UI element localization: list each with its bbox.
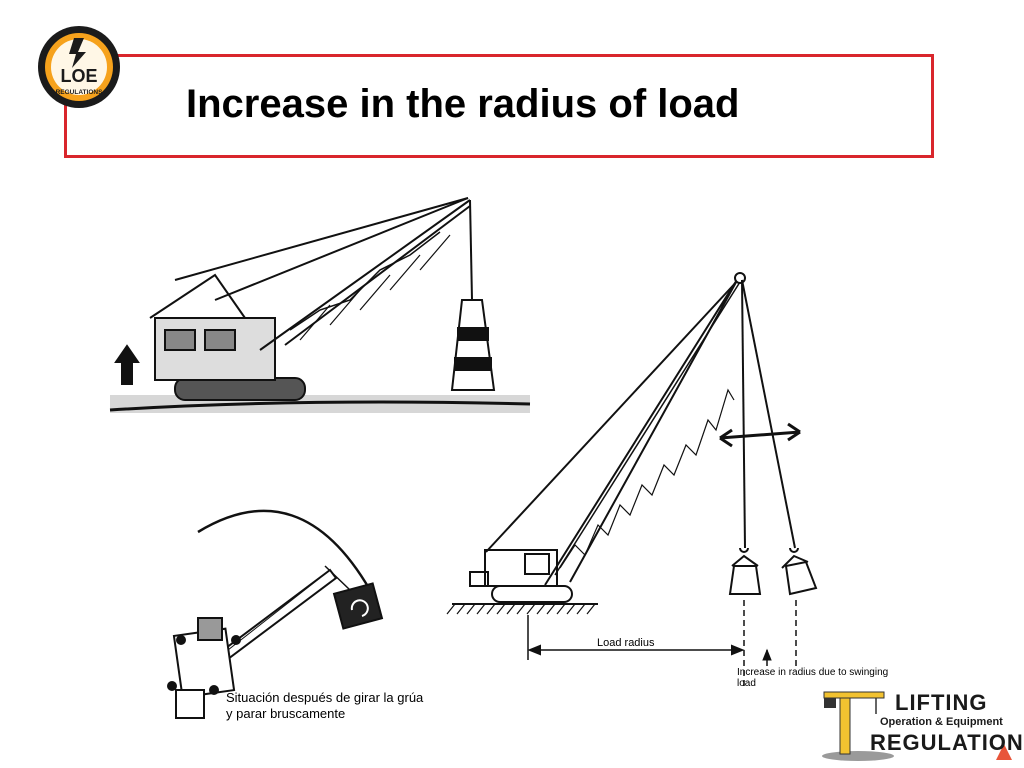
top-view-crane-drawing: [167, 509, 384, 719]
increase-radius-label: Increase in radius due to swinging load: [737, 667, 889, 689]
loe-logo: LOE REGULATIONS: [38, 26, 120, 108]
logo-text: LOE: [60, 66, 97, 86]
slide-title: Increase in the radius of load: [186, 82, 740, 126]
lifting-regulations-logo: [822, 691, 1012, 761]
brand-line-subtitle: Operation & Equipment: [880, 716, 1003, 728]
swinging-load-drawing: [446, 272, 818, 690]
spanish-caption: Situación después de girar la grúa y par…: [226, 690, 424, 721]
brand-line-lifting: LIFTING: [895, 690, 988, 715]
logo-subtext: REGULATIONS: [56, 89, 103, 96]
title-frame: [64, 54, 934, 158]
brand-line-regulations: REGULATIONS: [870, 730, 1024, 755]
tipping-crane-drawing: [109, 197, 531, 413]
load-radius-label: Load radius: [597, 637, 655, 649]
